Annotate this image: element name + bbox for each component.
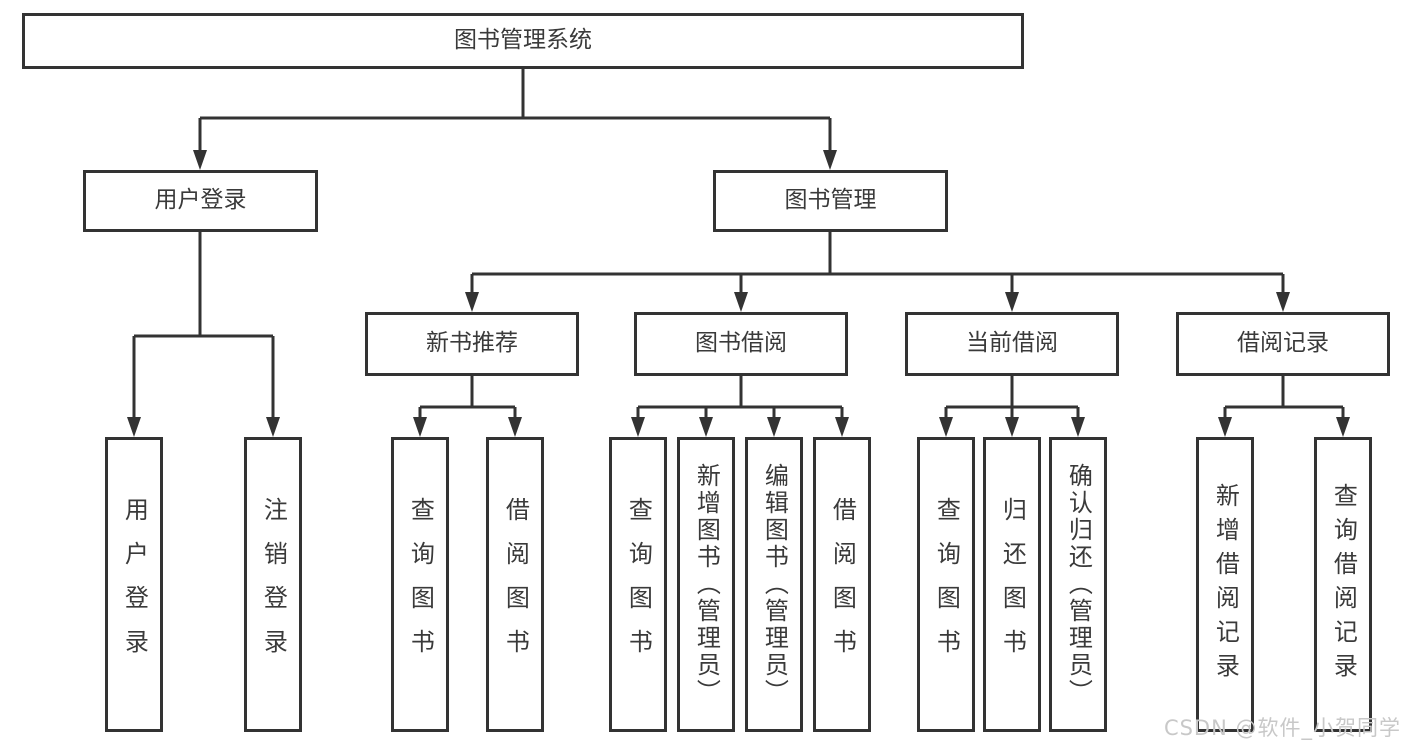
node-book-borrowing: 图书借阅 [634, 312, 848, 376]
node-library-management-system: 图书管理系统 [22, 13, 1024, 69]
leaf-query-books-current: 查询图书 [917, 437, 975, 732]
leaf-add-book-admin: 新增图书（管理员） [677, 437, 735, 732]
leaf-logout: 注销登录 [244, 437, 302, 732]
leaf-return-books: 归还图书 [983, 437, 1041, 732]
leaf-edit-book-admin: 编辑图书（管理员） [745, 437, 803, 732]
leaf-borrow-books-recommend: 借阅图书 [486, 437, 544, 732]
node-borrowing-records: 借阅记录 [1176, 312, 1390, 376]
node-user-login-branch: 用户登录 [83, 170, 318, 232]
node-book-management-branch: 图书管理 [713, 170, 948, 232]
node-current-borrowing: 当前借阅 [905, 312, 1119, 376]
leaf-query-books-recommend: 查询图书 [391, 437, 449, 732]
leaf-add-borrowing-record: 新增借阅记录 [1196, 437, 1254, 732]
node-new-book-recommendation: 新书推荐 [365, 312, 579, 376]
leaf-query-borrowing-record: 查询借阅记录 [1314, 437, 1372, 732]
leaf-user-login: 用户登录 [105, 437, 163, 732]
leaf-confirm-return-admin: 确认归还（管理员） [1049, 437, 1107, 732]
leaf-borrow-books: 借阅图书 [813, 437, 871, 732]
csdn-watermark: CSDN @软件_小贺同学 [1163, 716, 1401, 740]
leaf-query-books-borrowing: 查询图书 [609, 437, 667, 732]
